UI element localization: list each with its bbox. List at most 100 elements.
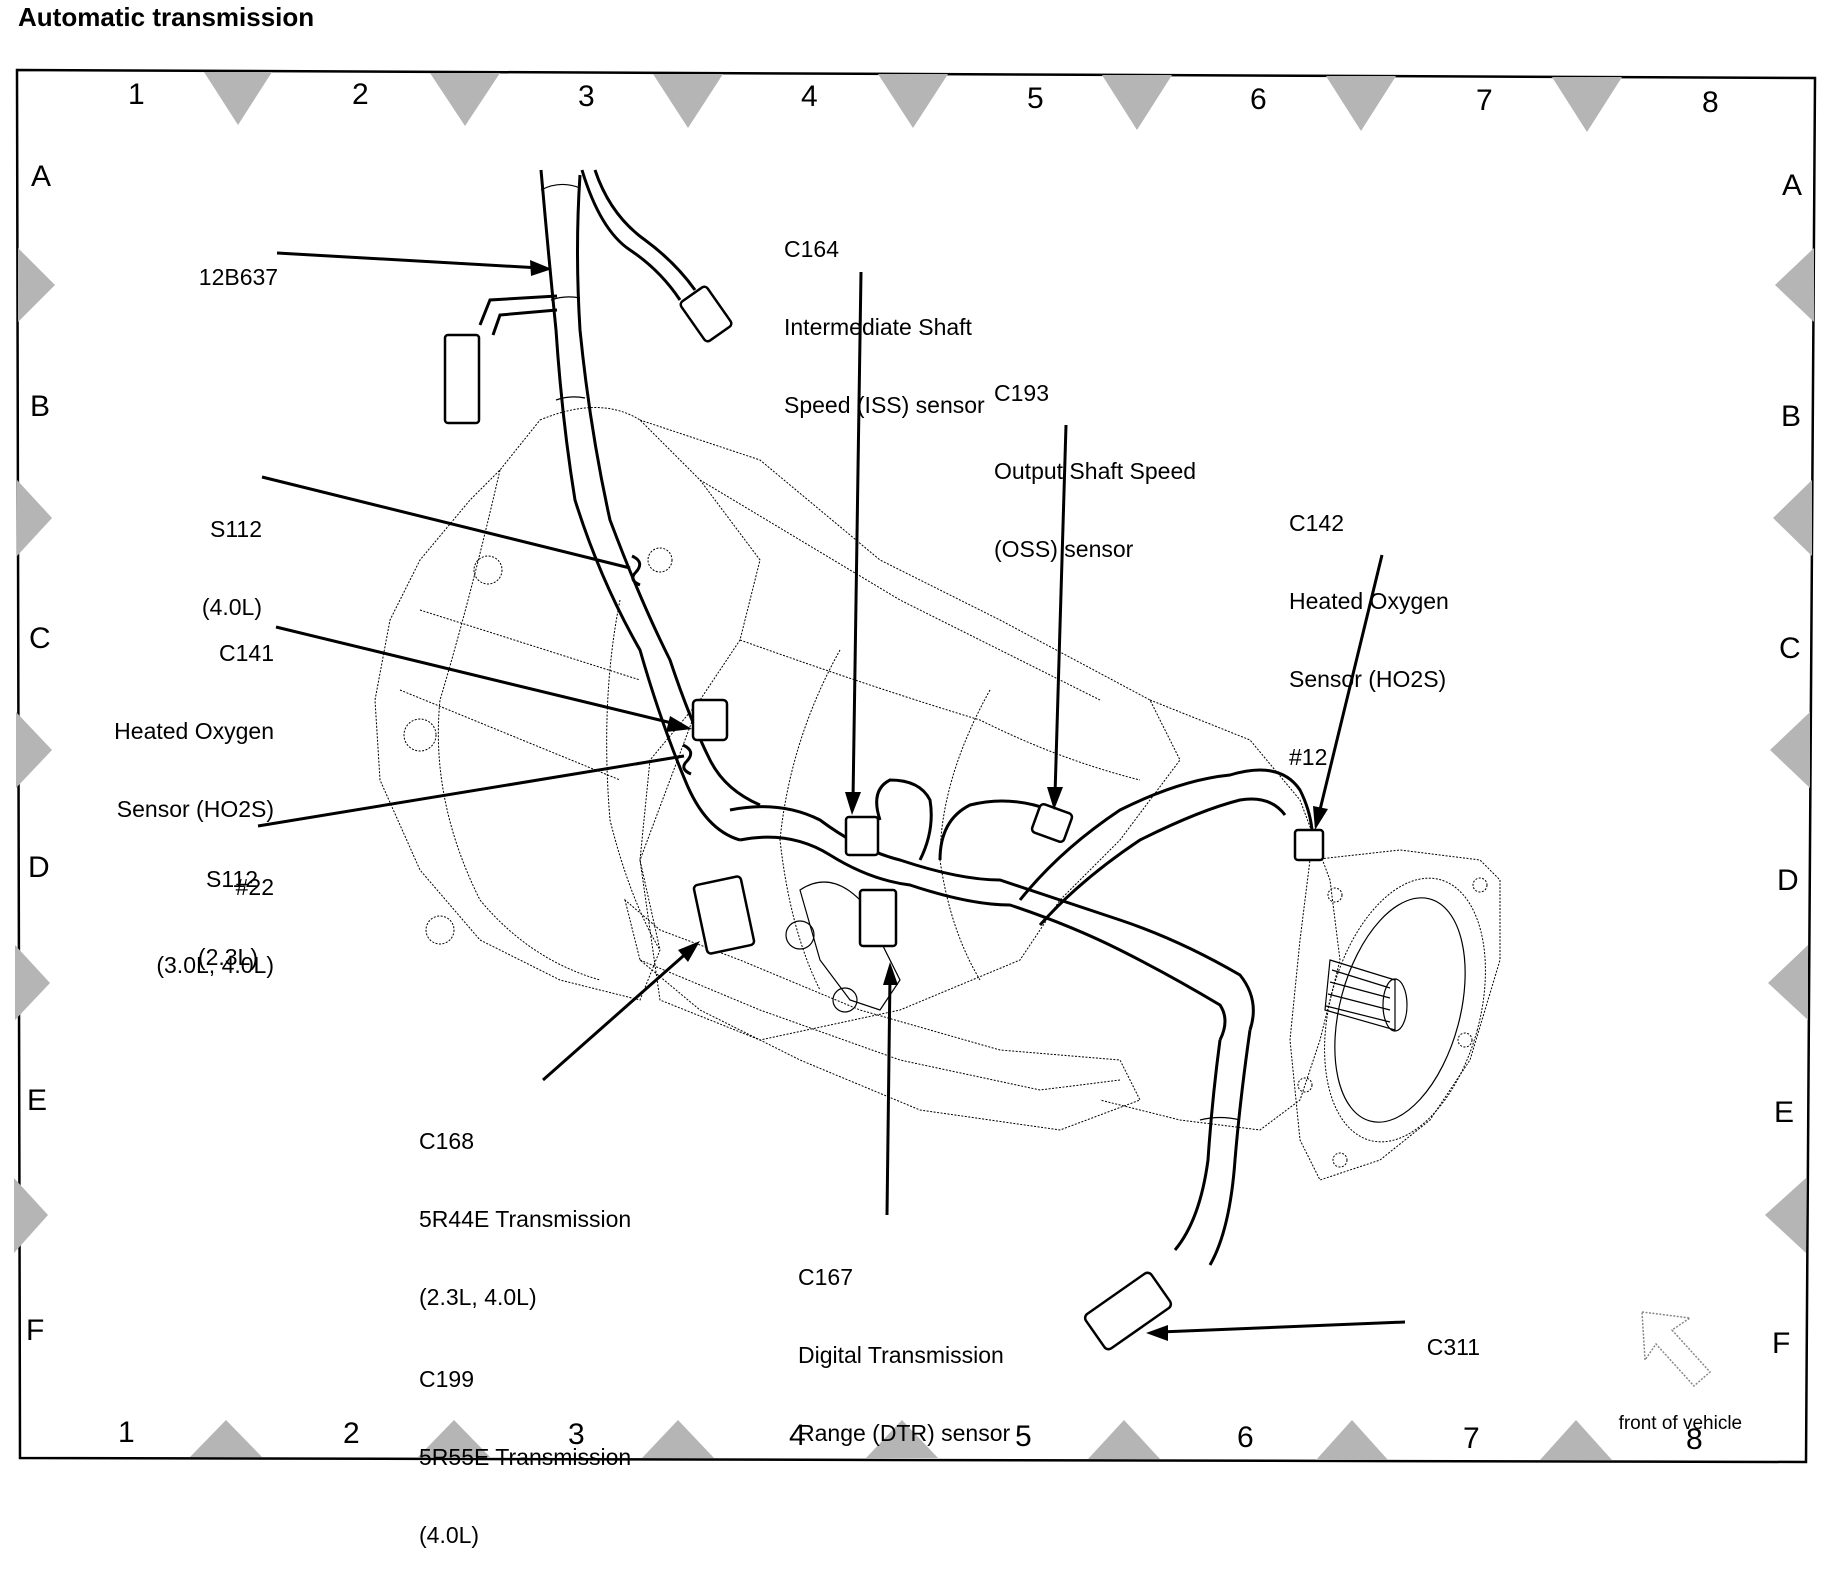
callout-s112-23l: S112 (2.3L) [180,814,258,996]
main-case [639,419,1181,1041]
callout-id: 12B637 [198,264,279,290]
flange-bolt-hole [1332,1152,1348,1168]
column-label: 6 [1237,1421,1254,1454]
harness-trunk-left-edge [539,169,741,842]
column-label: 1 [128,78,145,111]
grid-marker [15,945,50,1020]
arrowhead [845,792,861,815]
row-labels-right: A B C D E F [1772,169,1802,1360]
grid-marker [430,73,500,126]
leader-c141 [275,625,681,727]
callout-line: Output Shaft Speed [994,458,1197,484]
lower-harness-top-edge [729,805,1255,1031]
callout-c311: C311 [1414,1308,1480,1360]
row-label: D [1777,864,1799,897]
bell-housing-rib [399,689,621,781]
diagram-title: Automatic transmission [18,2,315,32]
arrowhead [530,260,552,276]
callout-line: Heated Oxygen [1289,588,1449,614]
row-label: F [26,1314,44,1347]
callout-id: C193 [994,380,1049,406]
column-label: 5 [1027,82,1044,115]
c311-lead-edge [1208,1029,1252,1266]
left-ho2s-connector [443,333,481,425]
row-label: D [28,851,50,884]
front-of-vehicle-arrow-icon [1641,1311,1712,1388]
leader-c311 [1159,1320,1406,1334]
callout-id: C168 [419,1128,474,1154]
flange-bolt-hole [1297,1077,1313,1093]
callout-note: (2.3L, 4.0L) [419,1284,537,1310]
column-labels-top: 1 2 3 4 5 6 7 8 [128,78,1719,119]
callout-note: (4.0L) [201,594,262,620]
column-label: 1 [118,1416,135,1449]
right-grid-markers [1765,248,1814,1253]
c142-branch-edge [1038,797,1287,926]
tape-ring [550,296,581,301]
bolt-boss [473,555,503,585]
column-label: 3 [568,1418,585,1451]
s112-splice-23l [682,743,693,776]
c141-connector [691,698,729,742]
grid-marker [866,1420,938,1458]
flange-bolt-hole [1327,887,1343,903]
diagram-canvas: 1 2 3 4 5 6 7 8 1 2 3 4 5 6 7 8 A B C D … [14,68,1817,1464]
grid-marker [14,1178,48,1253]
grid-marker [1775,248,1814,322]
transmission-drawing [374,407,1501,1181]
bolt-boss [647,547,673,573]
output-shaft-splines [1324,959,1408,1032]
c142-connector [1293,828,1325,862]
arrowhead [883,962,898,985]
row-label: A [31,160,51,193]
grid-marker [878,74,948,128]
flange-bolt-hole [1457,1032,1473,1048]
grid-marker [1316,1420,1388,1460]
callout-id: C141 [219,640,274,666]
c193-connector [1030,802,1074,844]
harness-trunk-right-edge [576,174,761,807]
column-label: 8 [1702,86,1719,119]
leader-c142 [1316,554,1384,819]
connectors [443,285,1325,1351]
row-label: B [30,390,50,423]
grid-marker [16,712,52,788]
callout-id: C311 [1426,1334,1481,1360]
row-label: A [1782,169,1802,202]
main-case-ridge [739,639,1141,781]
dtr-pivot [832,987,858,1013]
callout-12b637: 12B637 [186,238,278,290]
row-label: E [27,1084,47,1117]
leader-s112-23l [257,754,685,828]
grid-marker [418,1420,490,1457]
leader-lines [257,251,1406,1341]
callout-line: Intermediate Shaft [784,314,972,340]
arrowhead [1047,787,1063,810]
row-label: C [29,622,51,655]
dtr-pivot [785,920,815,950]
callout-c164: C164 Intermediate Shaft Speed (ISS) sens… [784,184,985,444]
c142-branch-edge [1018,768,1314,901]
callout-line: Digital Transmission [798,1342,1004,1368]
grid-marker [1102,75,1172,130]
bell-housing-rim [437,469,601,981]
grid-marker [1768,945,1808,1020]
callout-line: Heated Oxygen [114,718,274,744]
leader-c164 [851,271,863,801]
column-label: 2 [343,1417,360,1450]
grid-marker [190,1420,262,1457]
main-case-ridge [699,479,1101,701]
grid-marker [1540,1420,1612,1460]
leader-12b637 [276,251,541,270]
callout-line: 5R55E Transmission [419,1444,632,1470]
leader-c167 [885,974,892,1216]
grid-marker [1552,77,1622,132]
grid-marker [1770,712,1810,788]
upper-right-connector [679,285,733,343]
row-label: B [1781,400,1801,433]
callout-line: Sensor (HO2S) [116,796,274,822]
row-labels-left: A B C D E F [26,160,51,1347]
bolt-boss [425,915,455,945]
s112-splice-40l [631,554,642,587]
grid-marker [653,74,723,128]
